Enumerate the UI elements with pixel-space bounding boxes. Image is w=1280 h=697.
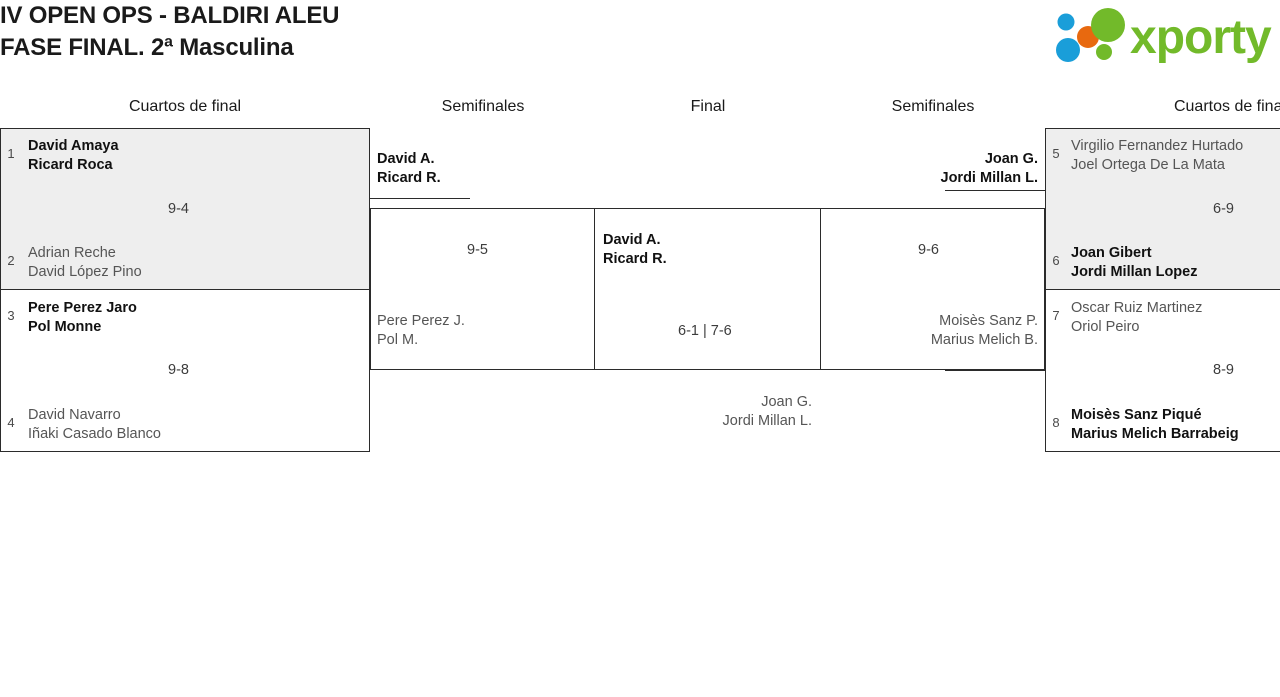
team-final-bottom: Joan G. Jordi Millan L. [612,393,812,431]
connector-right-qf2-to-sf [945,370,1045,371]
seed-number-6: 6 [1052,253,1060,268]
player-name: David A. [603,232,661,248]
player-name: Virgilio Fernandez Hurtado [1071,138,1244,154]
player-name: Joel Ortega De La Mata [1071,157,1225,173]
seed-number-4: 4 [7,415,15,430]
player-name: Joan G. [761,394,812,410]
logo-dot-blue-small [1057,13,1075,31]
player-name: David Amaya [28,138,119,154]
logo-dot-green-small [1096,44,1112,60]
logo-dot-blue-large [1056,38,1080,62]
score-right-sf: 9-6 [918,242,939,258]
team-right-sf-bottom: Moisès Sanz P. Marius Melich B. [838,312,1038,350]
player-name: Oscar Ruiz Martinez [1071,300,1203,316]
seed-number-2: 2 [7,253,15,268]
player-name: Pol M. [377,332,419,348]
player-name: Moisès Sanz P. [939,313,1038,329]
round-header-quarterfinals-right: Cuartos de final [1173,98,1280,115]
match-box-final[interactable] [595,208,820,370]
page-title-line-2: FASE FINAL. 2ª Masculina [0,34,294,61]
player-name: Ricard Roca [28,157,113,173]
player-name: Jordi Millan L. [940,170,1038,186]
player-name: Joan Gibert [1071,245,1152,261]
team-right-qf-1-top: Virgilio Fernandez Hurtado Joel Ortega D… [1071,137,1243,175]
match-box-left-qf-1[interactable] [0,128,370,290]
score-right-qf-2: 8-9 [1213,362,1234,378]
logo-wordmark: xporty [1130,11,1272,64]
xporty-logo-svg: xporty [1056,8,1273,64]
page-title-line-1: IV OPEN OPS - BALDIRI ALEU [0,2,340,29]
seed-number-5: 5 [1052,146,1060,161]
player-name: David Navarro [28,407,121,423]
player-name: Jordi Millan Lopez [1071,264,1198,280]
player-name: Oriol Peiro [1071,319,1140,335]
team-right-sf-top: Joan G. Jordi Millan L. [838,150,1038,188]
match-box-left-sf[interactable] [370,208,595,370]
player-name: David A. [377,151,435,167]
team-right-qf-2-bottom: Moisès Sanz Piqué Marius Melich Barrabei… [1071,406,1239,444]
team-left-qf-2-top: Pere Perez Jaro Pol Monne [28,299,137,337]
team-left-sf-top: David A. Ricard R. [377,150,441,188]
team-final-top: David A. Ricard R. [603,231,667,269]
player-name: Adrian Reche [28,245,116,261]
xporty-logo[interactable]: xporty [1046,6,1274,64]
connector-left-qf1-to-sf [370,198,470,199]
seed-number-7: 7 [1052,308,1060,323]
seed-number-3: 3 [7,308,15,323]
logo-dot-green-large [1091,8,1125,42]
team-right-qf-1-bottom: Joan Gibert Jordi Millan Lopez [1071,244,1197,282]
player-name: Pol Monne [28,319,102,335]
round-header-semifinals-left: Semifinales [441,98,525,115]
connector-right-qf1-to-sf [945,190,1045,191]
seed-number-8: 8 [1052,415,1060,430]
player-name: Iñaki Casado Blanco [28,426,161,442]
player-name: Pere Perez Jaro [28,300,137,316]
player-name: Ricard R. [377,170,441,186]
match-box-right-qf-1[interactable] [1045,128,1280,290]
round-header-quarterfinals-left: Cuartos de final [128,98,242,115]
score-right-qf-1: 6-9 [1213,201,1234,217]
page-title: IV OPEN OPS - BALDIRI ALEU FASE FINAL. 2… [0,0,700,64]
player-name: Jordi Millan L. [722,413,812,429]
match-box-right-qf-2[interactable] [1045,289,1280,452]
team-left-sf-bottom: Pere Perez J. Pol M. [377,312,465,350]
score-left-sf: 9-5 [467,242,488,258]
team-left-qf-1-bottom: Adrian Reche David López Pino [28,244,142,282]
match-box-left-qf-2[interactable] [0,289,370,452]
player-name: Pere Perez J. [377,313,465,329]
player-name: Joan G. [984,151,1038,167]
player-name: Marius Melich B. [930,332,1038,348]
player-name: Ricard R. [603,251,667,267]
player-name: Moisès Sanz Piqué [1071,407,1202,423]
player-name: Marius Melich Barrabeig [1071,426,1239,442]
score-left-qf-1: 9-4 [168,201,189,217]
round-header-final: Final [690,98,726,115]
team-right-qf-2-top: Oscar Ruiz Martinez Oriol Peiro [1071,299,1202,337]
score-left-qf-2: 9-8 [168,362,189,378]
match-box-right-sf[interactable] [820,208,1045,370]
team-left-qf-1-top: David Amaya Ricard Roca [28,137,119,175]
score-final: 6-1 | 7-6 [678,323,732,339]
player-name: David López Pino [28,264,142,280]
round-header-semifinals-right: Semifinales [891,98,975,115]
seed-number-1: 1 [7,146,15,161]
team-left-qf-2-bottom: David Navarro Iñaki Casado Blanco [28,406,161,444]
